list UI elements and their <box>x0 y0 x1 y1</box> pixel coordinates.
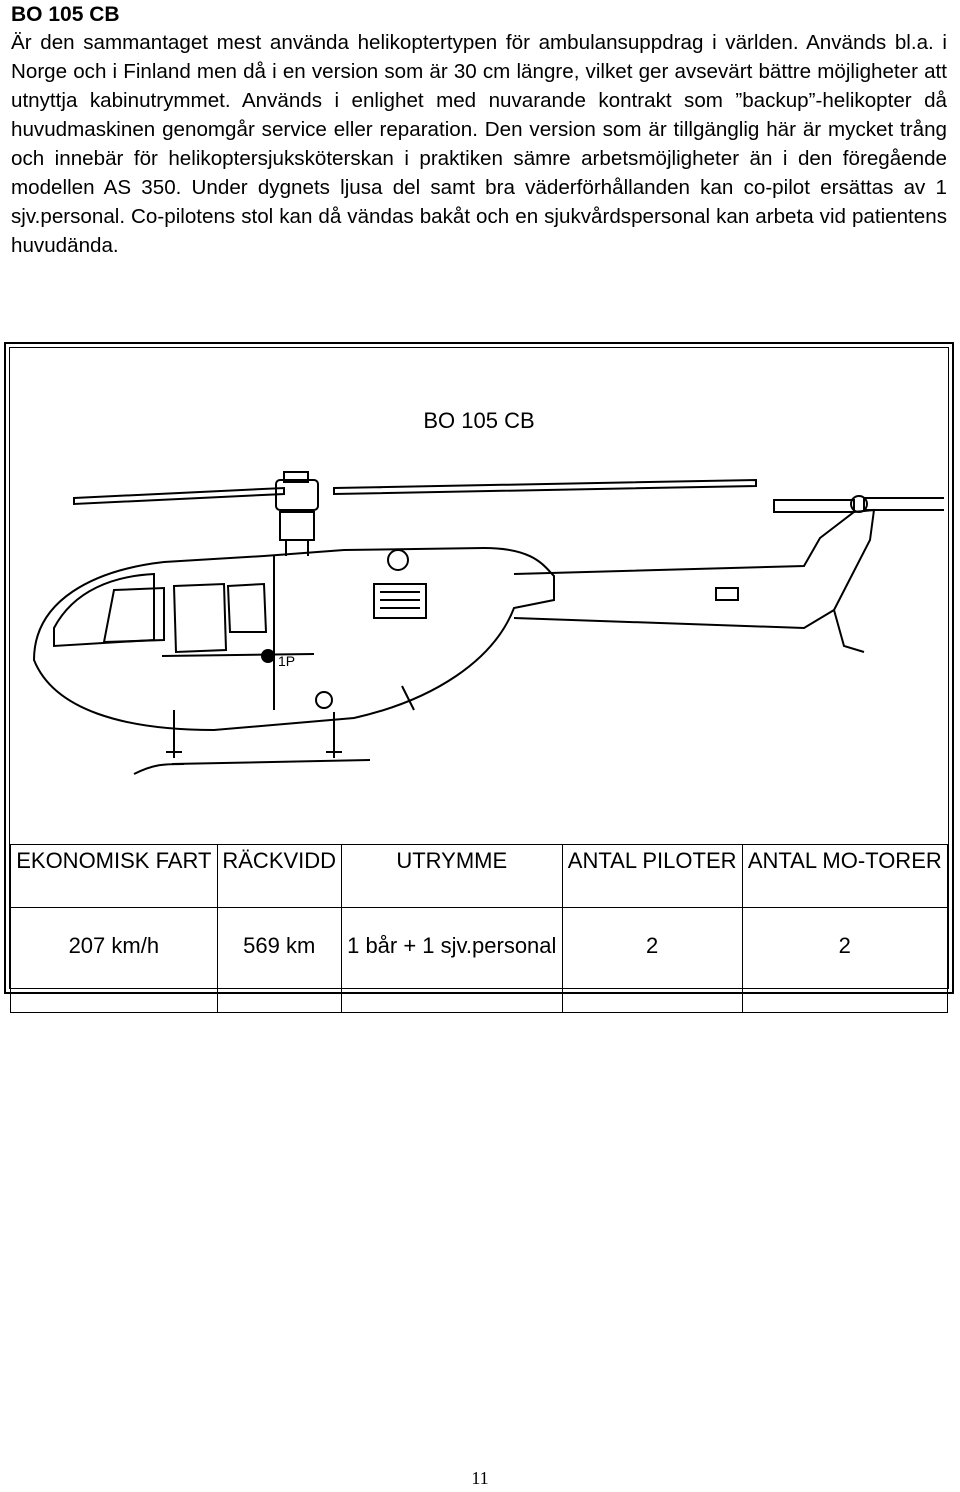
value-range: 569 km <box>216 907 342 1013</box>
value-space: 1 bår + 1 sjv.personal <box>340 907 563 1013</box>
tail-boom <box>513 508 876 630</box>
header-economic-speed: EKONOMISK FART <box>10 844 218 908</box>
header-engine-count: ANTAL MO-TORER <box>741 844 949 908</box>
value-engine-count: 2 <box>741 907 949 1013</box>
header-space: UTRYMME <box>340 844 563 908</box>
specs-header-row: EKONOMISK FART RÄCKVIDD UTRYMME ANTAL PI… <box>10 844 949 908</box>
main-rotor <box>73 471 757 556</box>
body-paragraph: Är den sammantaget mest använda helikopt… <box>11 31 947 257</box>
figure-title: BO 105 CB <box>423 408 535 433</box>
header-pilot-count: ANTAL PILOTER <box>561 844 743 908</box>
page-number: 11 <box>471 1468 489 1488</box>
section-heading: BO 105 CB <box>11 3 120 26</box>
specs-value-row: 207 km/h 569 km 1 bår + 1 sjv.personal 2… <box>10 907 949 1013</box>
value-pilot-count: 2 <box>561 907 743 1013</box>
fuselage-marking: 1P <box>278 653 295 669</box>
landing-skids <box>133 710 371 775</box>
figure-inner-border: BO 105 CB <box>9 347 949 1013</box>
value-economic-speed: 207 km/h <box>10 907 218 1013</box>
header-range: RÄCKVIDD <box>216 844 342 908</box>
helicopter-illustration: 1P <box>32 471 944 775</box>
fuselage-outline <box>32 546 555 732</box>
specifications-table: EKONOMISK FART RÄCKVIDD UTRYMME ANTAL PI… <box>10 844 949 1013</box>
figure-frame: BO 105 CB <box>4 342 954 1013</box>
cockpit-window <box>53 572 155 648</box>
